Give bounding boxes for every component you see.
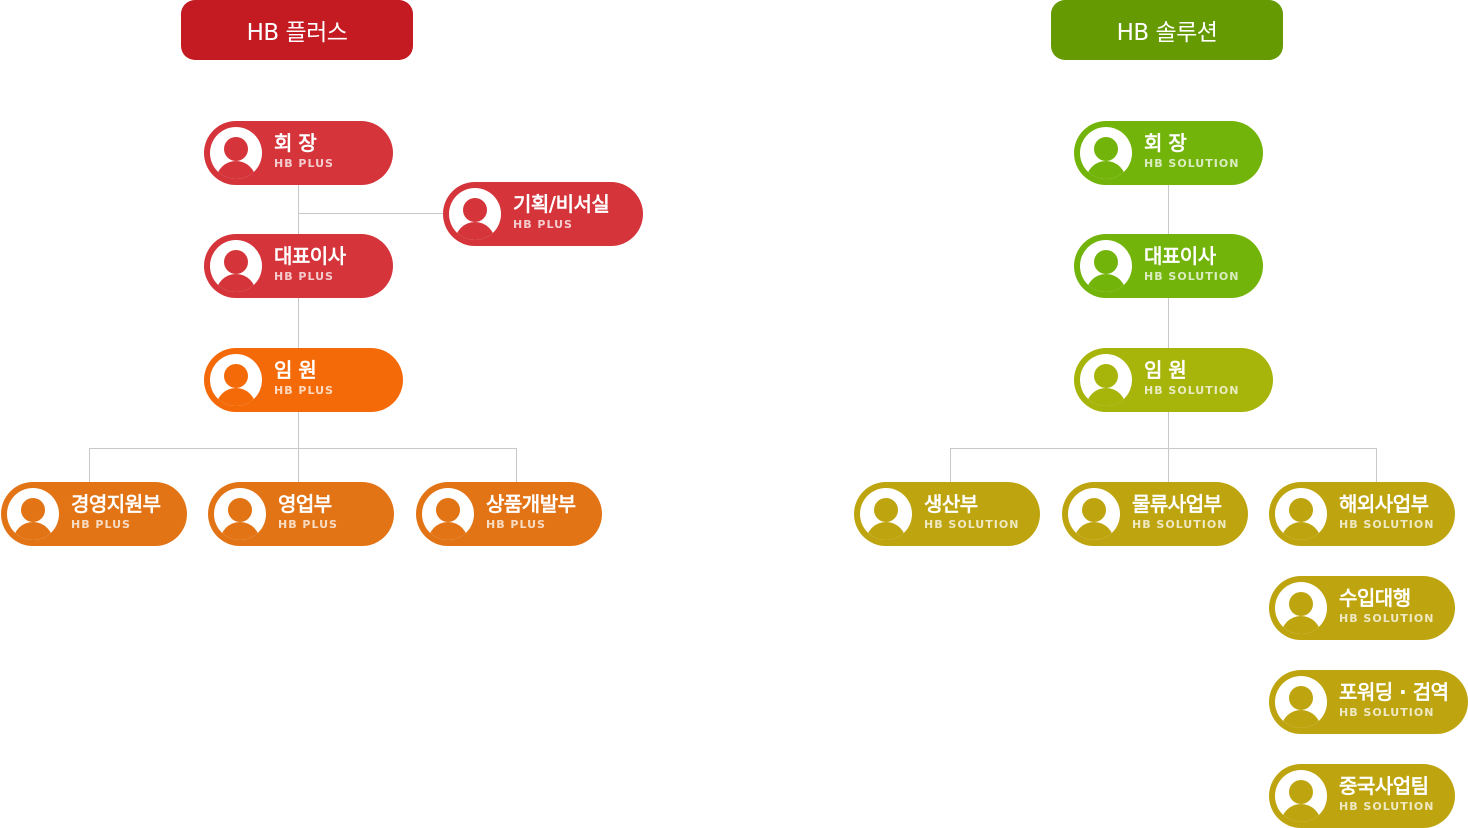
hb-plus-header: HB 플러스 bbox=[181, 0, 413, 60]
node-sub: HB PLUS bbox=[274, 270, 334, 283]
hb-solution-title: HB 솔루션 bbox=[1116, 20, 1218, 46]
node-hbplus-planning[interactable]: 기획/비서실 HB PLUS bbox=[443, 182, 643, 246]
node-sub: HB PLUS bbox=[71, 518, 131, 531]
person-icon bbox=[449, 188, 501, 240]
node-name: 물류사업부 bbox=[1132, 492, 1222, 516]
node-sub: HB PLUS bbox=[486, 518, 546, 531]
node-sub: HB SOLUTION bbox=[924, 518, 1020, 531]
node-hbplus-dept-product[interactable]: 상품개발부 HB PLUS bbox=[416, 482, 602, 546]
node-name: 임 원 bbox=[274, 358, 317, 382]
node-name: 포워딩 · 검역 bbox=[1339, 680, 1449, 704]
node-hbplus-ceo[interactable]: 대표이사 HB PLUS bbox=[204, 234, 393, 298]
node-name: 중국사업팀 bbox=[1339, 774, 1429, 798]
connector-line bbox=[298, 213, 444, 214]
person-icon bbox=[1080, 127, 1132, 179]
person-icon bbox=[422, 488, 474, 540]
node-name: 수입대행 bbox=[1339, 586, 1411, 610]
node-sub: HB SOLUTION bbox=[1144, 384, 1240, 397]
connector-line bbox=[298, 184, 299, 448]
node-name: 해외사업부 bbox=[1339, 492, 1429, 516]
node-name: 임 원 bbox=[1144, 358, 1187, 382]
node-hbplus-executive[interactable]: 임 원 HB PLUS bbox=[204, 348, 403, 412]
node-hbsol-dept-production[interactable]: 생산부 HB SOLUTION bbox=[854, 482, 1040, 546]
node-name: 회 장 bbox=[1144, 131, 1187, 155]
person-icon bbox=[1080, 354, 1132, 406]
node-name: 회 장 bbox=[274, 131, 317, 155]
node-name: 대표이사 bbox=[1144, 244, 1216, 268]
node-hbsol-ceo[interactable]: 대표이사 HB SOLUTION bbox=[1074, 234, 1263, 298]
connector-line bbox=[89, 448, 517, 449]
node-hbsol-chairman[interactable]: 회 장 HB SOLUTION bbox=[1074, 121, 1263, 185]
person-icon bbox=[1068, 488, 1120, 540]
node-hbsol-dept-logistics[interactable]: 물류사업부 HB SOLUTION bbox=[1062, 482, 1248, 546]
connector-line bbox=[1168, 184, 1169, 448]
person-icon bbox=[1275, 582, 1327, 634]
node-sub: HB SOLUTION bbox=[1144, 157, 1240, 170]
person-icon bbox=[1275, 676, 1327, 728]
node-sub: HB SOLUTION bbox=[1339, 612, 1435, 625]
hb-plus-title: HB 플러스 bbox=[246, 20, 348, 46]
node-sub: HB SOLUTION bbox=[1339, 518, 1435, 531]
hb-solution-header: HB 솔루션 bbox=[1051, 0, 1283, 60]
node-hbsol-import-agency[interactable]: 수입대행 HB SOLUTION bbox=[1269, 576, 1455, 640]
person-icon bbox=[210, 127, 262, 179]
node-hbsol-china-team[interactable]: 중국사업팀 HB SOLUTION bbox=[1269, 764, 1455, 828]
person-icon bbox=[1275, 770, 1327, 822]
node-name: 기획/비서실 bbox=[513, 192, 610, 216]
connector-line bbox=[89, 448, 90, 482]
node-name: 대표이사 bbox=[274, 244, 346, 268]
node-sub: HB PLUS bbox=[274, 157, 334, 170]
connector-line bbox=[1376, 448, 1377, 482]
node-name: 경영지원부 bbox=[71, 492, 161, 516]
node-hbsol-executive[interactable]: 임 원 HB SOLUTION bbox=[1074, 348, 1273, 412]
node-name: 생산부 bbox=[924, 492, 978, 516]
node-sub: HB PLUS bbox=[513, 218, 573, 231]
person-icon bbox=[1275, 488, 1327, 540]
node-sub: HB SOLUTION bbox=[1132, 518, 1228, 531]
person-icon bbox=[214, 488, 266, 540]
connector-line bbox=[516, 448, 517, 482]
person-icon bbox=[7, 488, 59, 540]
person-icon bbox=[210, 240, 262, 292]
person-icon bbox=[1080, 240, 1132, 292]
node-name: 영업부 bbox=[278, 492, 332, 516]
node-sub: HB PLUS bbox=[274, 384, 334, 397]
node-hbplus-chairman[interactable]: 회 장 HB PLUS bbox=[204, 121, 393, 185]
node-hbplus-dept-sales[interactable]: 영업부 HB PLUS bbox=[208, 482, 394, 546]
person-icon bbox=[860, 488, 912, 540]
node-sub: HB PLUS bbox=[278, 518, 338, 531]
node-name: 상품개발부 bbox=[486, 492, 576, 516]
node-sub: HB SOLUTION bbox=[1339, 706, 1435, 719]
node-sub: HB SOLUTION bbox=[1339, 800, 1435, 813]
node-hbsol-forwarding[interactable]: 포워딩 · 검역 HB SOLUTION bbox=[1269, 670, 1468, 734]
connector-line bbox=[298, 448, 299, 482]
person-icon bbox=[210, 354, 262, 406]
node-hbplus-dept-management[interactable]: 경영지원부 HB PLUS bbox=[1, 482, 187, 546]
connector-line bbox=[950, 448, 1377, 449]
node-hbsol-dept-overseas[interactable]: 해외사업부 HB SOLUTION bbox=[1269, 482, 1455, 546]
connector-line bbox=[950, 448, 951, 482]
node-sub: HB SOLUTION bbox=[1144, 270, 1240, 283]
connector-line bbox=[1168, 448, 1169, 482]
